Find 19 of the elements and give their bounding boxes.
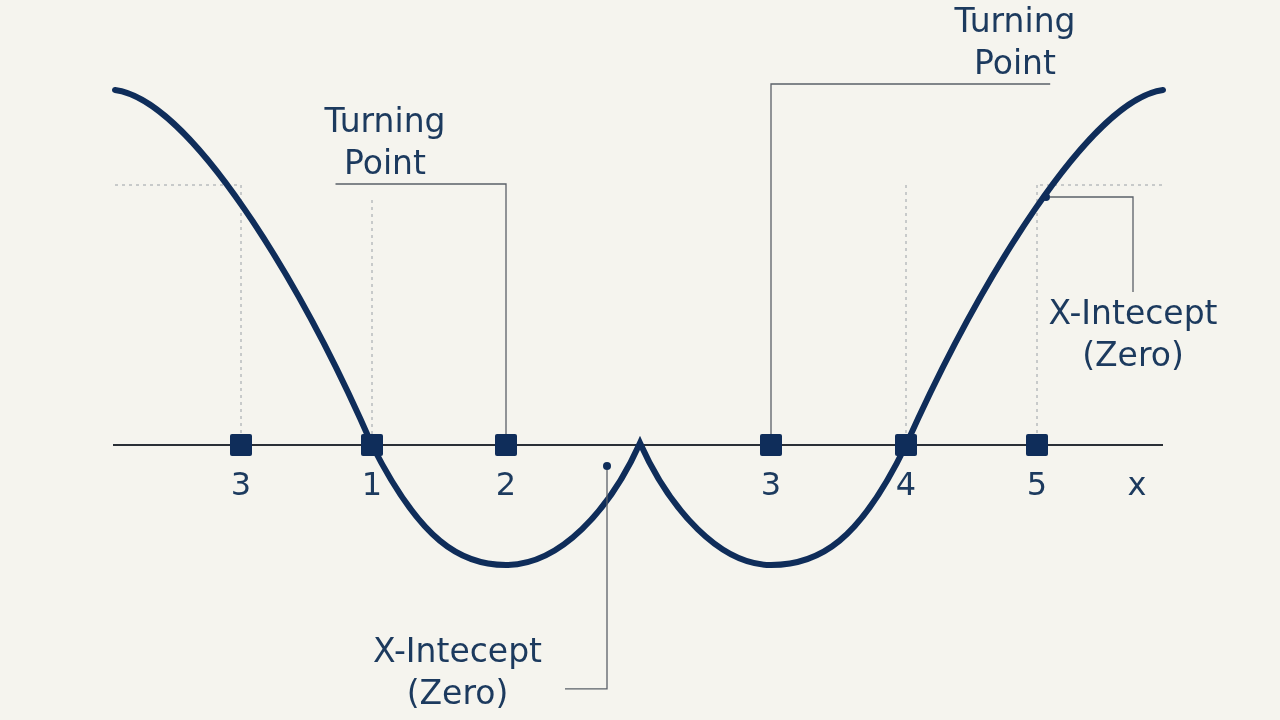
callout-label: X-Intecept (Zero) bbox=[1028, 292, 1238, 376]
axis-label: x bbox=[1126, 466, 1148, 502]
callout-label: Turning Point bbox=[310, 100, 460, 184]
tick-label: 2 bbox=[494, 466, 518, 502]
callout-label: X-Intecept (Zero) bbox=[350, 630, 565, 714]
callout-label: Turning Point bbox=[935, 0, 1095, 84]
tick-label: 5 bbox=[1025, 466, 1049, 502]
tick-label: 3 bbox=[229, 466, 253, 502]
leader-line bbox=[770, 83, 1051, 435]
tick-label: 3 bbox=[759, 466, 783, 502]
point-dot bbox=[1042, 193, 1050, 201]
leader-line bbox=[1049, 196, 1134, 293]
point-dot bbox=[603, 462, 611, 470]
point-marker bbox=[495, 434, 517, 456]
leader-line bbox=[334, 183, 507, 435]
point-marker bbox=[760, 434, 782, 456]
tick-label: 4 bbox=[894, 466, 918, 502]
tick-label: 1 bbox=[360, 466, 384, 502]
leader-line bbox=[564, 469, 608, 690]
